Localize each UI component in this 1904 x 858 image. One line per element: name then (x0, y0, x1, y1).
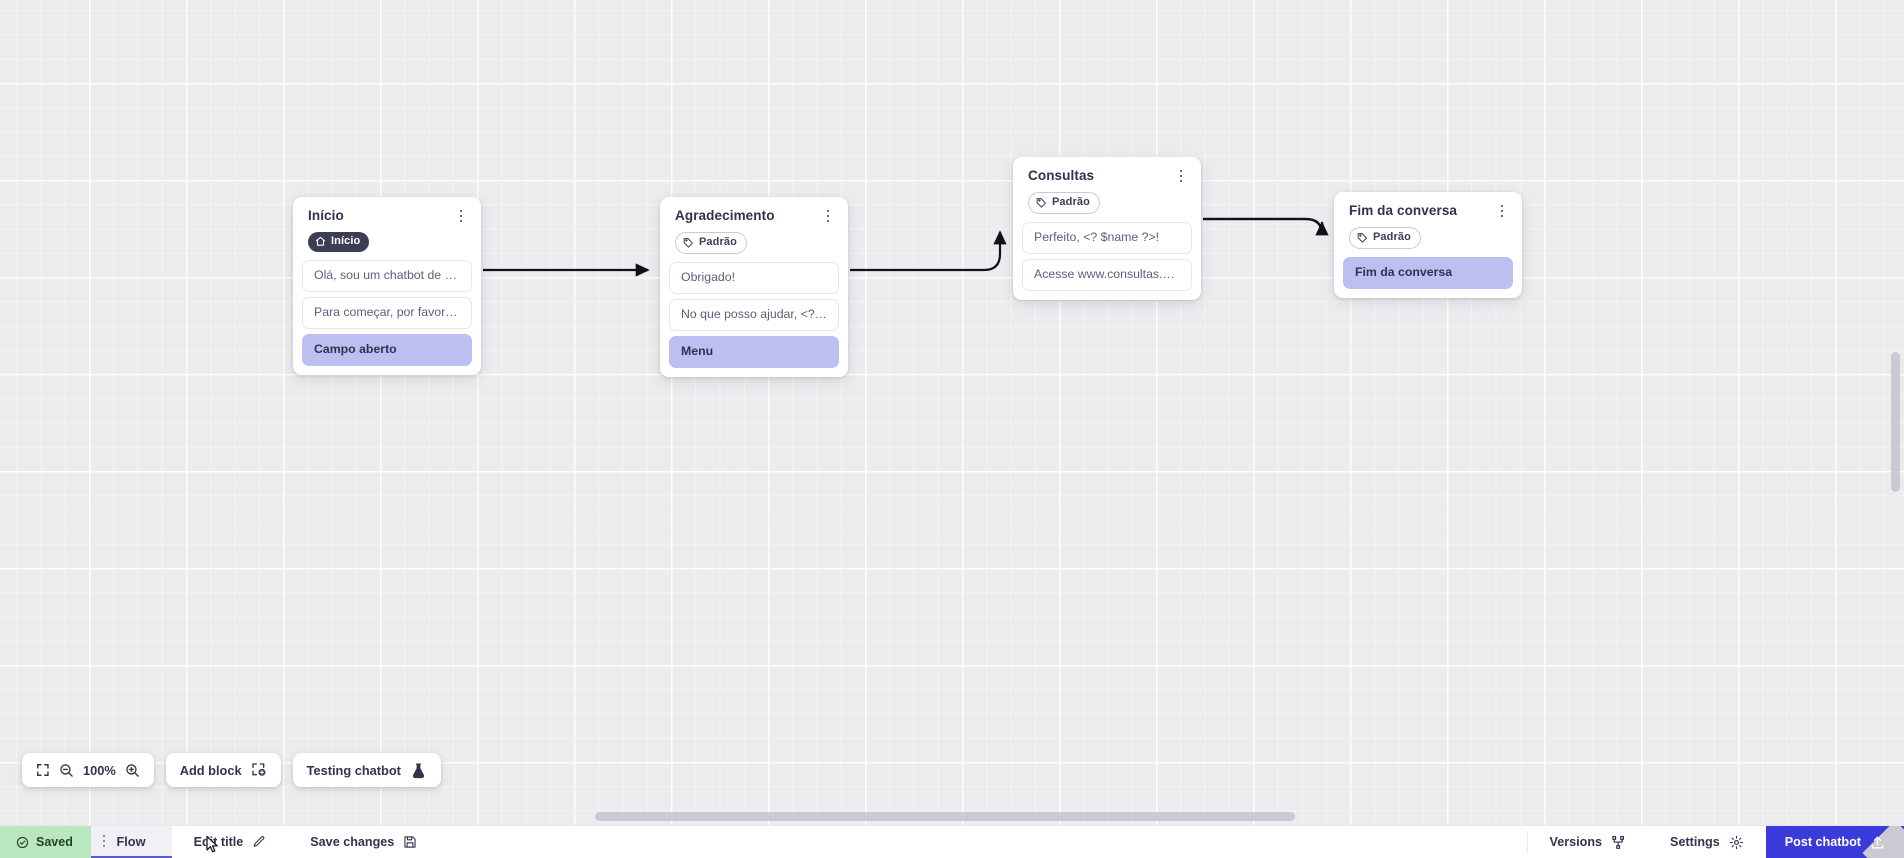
save-changes-button[interactable]: Save changes (288, 826, 439, 858)
node-rows: Obrigado! No que posso ajudar, <? $name … (669, 261, 839, 368)
flow-node-fim-da-conversa[interactable]: Fim da conversa Padrão Fim da conversa (1334, 192, 1522, 298)
add-block-button[interactable]: Add block (165, 753, 281, 787)
tag-icon (683, 238, 693, 248)
node-rows: Perfeito, <? $name ?>! Acesse www.consul… (1022, 221, 1192, 291)
node-tag-label: Padrão (699, 236, 737, 248)
fit-screen-icon[interactable] (36, 763, 50, 777)
horizontal-scrollbar[interactable] (595, 812, 1295, 821)
node-tag-row: Padrão (669, 232, 839, 254)
zoom-in-icon[interactable] (125, 763, 140, 778)
floppy-icon (404, 836, 416, 848)
node-header: Fim da conversa (1343, 203, 1513, 220)
branch-icon (1612, 835, 1625, 849)
node-row[interactable]: Olá, sou um chatbot de teste! (302, 259, 472, 292)
status-bar-right: Versions Settings Post chatbot (1526, 826, 1904, 858)
node-tag-padrao[interactable]: Padrão (1349, 227, 1421, 249)
canvas-toolbar: 100% Add block Testing chatbot (22, 753, 441, 787)
zoom-controls[interactable]: 100% (22, 753, 154, 787)
edit-title-label: Edit title (193, 835, 244, 849)
node-menu-button[interactable] (454, 207, 468, 225)
testing-chatbot-label: Testing chatbot (306, 762, 401, 778)
flask-icon (412, 763, 425, 778)
vertical-scrollbar[interactable] (1891, 352, 1900, 492)
node-row[interactable]: Acesse www.consultas.com par... (1022, 258, 1192, 291)
status-bar: Saved Flow Edit title Save changes V (0, 825, 1904, 858)
node-row-highlighted[interactable]: Menu (669, 335, 839, 368)
node-row[interactable]: Para começar, por favor digite o ... (302, 296, 472, 329)
upload-icon (1871, 836, 1884, 848)
flow-node-consultas[interactable]: Consultas Padrão Perfeito, <? $name ?>! … (1013, 157, 1201, 300)
separator (1526, 831, 1528, 853)
status-bar-left: Saved Flow Edit title Save changes (0, 826, 439, 858)
node-tag-padrao[interactable]: Padrão (675, 232, 747, 254)
home-icon (315, 236, 326, 246)
node-rows: Fim da conversa (1343, 256, 1513, 289)
node-title: Fim da conversa (1349, 203, 1458, 218)
settings-label: Settings (1670, 835, 1720, 849)
tab-flow[interactable]: Flow (90, 826, 218, 858)
flow-node-inicio[interactable]: Início Início Olá, sou um chatbot de tes… (293, 197, 481, 375)
node-header: Consultas (1022, 168, 1192, 185)
versions-label: Versions (1549, 835, 1603, 849)
check-circle-icon (16, 836, 29, 848)
node-row[interactable]: Obrigado! (669, 261, 839, 294)
add-block-label: Add block (179, 762, 242, 778)
saved-label: Saved (36, 835, 73, 849)
post-chatbot-button[interactable]: Post chatbot (1765, 826, 1904, 858)
gear-icon (1729, 835, 1743, 849)
settings-button[interactable]: Settings (1648, 826, 1766, 858)
testing-chatbot-button[interactable]: Testing chatbot (292, 753, 441, 787)
node-menu-button[interactable] (1495, 202, 1509, 220)
node-menu-button[interactable] (821, 207, 835, 225)
versions-button[interactable]: Versions (1528, 826, 1649, 858)
edge-consultas-fim (1203, 217, 1324, 236)
node-tag-label: Início (331, 235, 361, 247)
tag-icon (1036, 198, 1046, 208)
edge-consultas-fim-tail (1203, 217, 1329, 236)
pencil-icon (253, 836, 265, 847)
flow-node-agradecimento[interactable]: Agradecimento Padrão Obrigado! No que po… (660, 197, 848, 377)
node-row[interactable]: Perfeito, <? $name ?>! (1022, 221, 1192, 254)
node-tag-row: Padrão (1022, 192, 1192, 214)
node-rows: Olá, sou um chatbot de teste! Para começ… (302, 259, 472, 366)
node-title: Início (308, 208, 344, 223)
tab-flow-label: Flow (116, 833, 146, 849)
node-tag-row: Início (302, 232, 472, 252)
node-row-highlighted[interactable]: Campo aberto (302, 333, 472, 366)
node-title: Agradecimento (675, 208, 775, 223)
tag-icon (1357, 233, 1367, 243)
flow-canvas[interactable]: Início Início Olá, sou um chatbot de tes… (0, 0, 1904, 825)
node-tag-label: Padrão (1373, 231, 1411, 243)
node-header: Agradecimento (669, 208, 839, 225)
node-tag-inicio[interactable]: Início (308, 232, 370, 252)
node-menu-button[interactable] (1174, 167, 1188, 185)
zoom-out-icon[interactable] (59, 763, 74, 778)
post-chatbot-label: Post chatbot (1784, 835, 1861, 849)
mouse-cursor (206, 835, 218, 853)
node-row-highlighted[interactable]: Fim da conversa (1343, 256, 1513, 289)
zoom-level-label: 100% (83, 762, 116, 778)
add-block-icon (251, 763, 266, 776)
node-row[interactable]: No que posso ajudar, <? $name ... (669, 298, 839, 331)
edge-agradecimento-consultas (850, 230, 1007, 272)
node-tag-padrao[interactable]: Padrão (1028, 192, 1100, 214)
node-title: Consultas (1028, 168, 1095, 183)
node-tag-label: Padrão (1052, 196, 1090, 208)
flow-connectors (483, 217, 1329, 277)
edit-title-button[interactable]: Edit title (172, 826, 289, 858)
saved-indicator: Saved (0, 826, 91, 858)
node-tag-row: Padrão (1343, 227, 1513, 249)
node-header: Início (302, 208, 472, 225)
save-changes-label: Save changes (310, 835, 395, 849)
drag-handle-icon[interactable] (102, 834, 106, 848)
